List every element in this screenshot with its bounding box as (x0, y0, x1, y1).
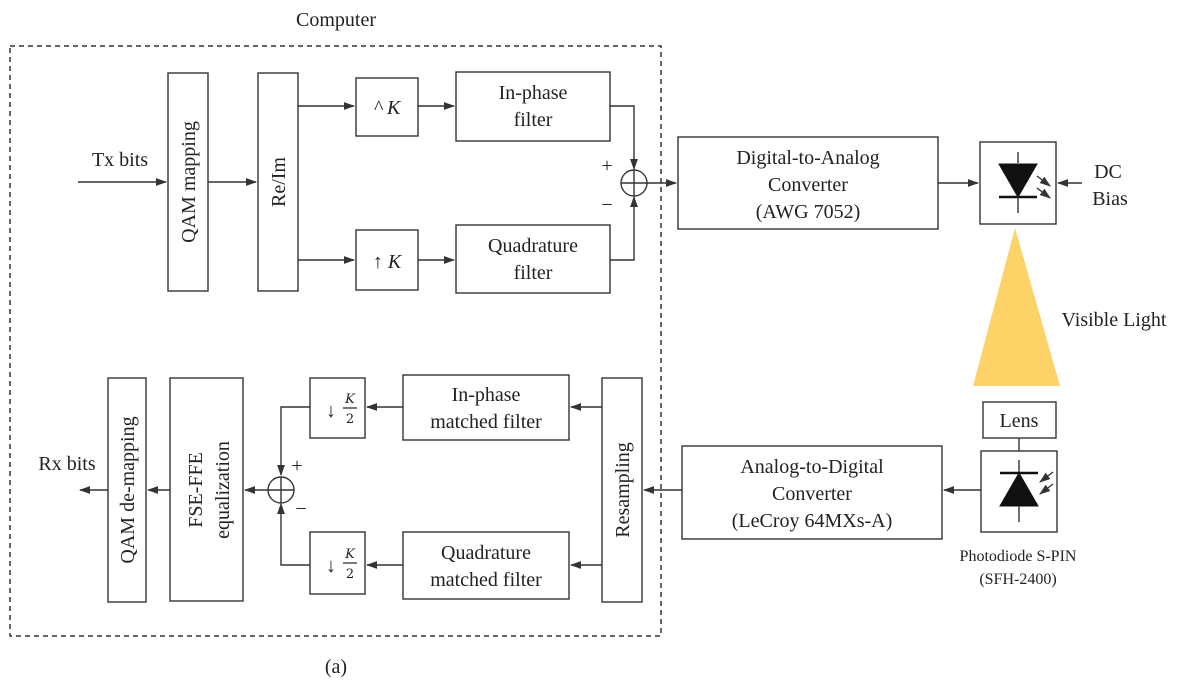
svg-text:↓: ↓ (326, 400, 336, 422)
resampling-block (601, 377, 643, 603)
figure-caption: (a) (325, 656, 347, 678)
dac-line2: Converter (768, 174, 848, 196)
adc-block (681, 445, 943, 540)
downsample-bottom-to-sum (277, 502, 310, 566)
downsample-top-label: ↓ K 2 (326, 392, 357, 427)
dac-line3: (AWG 7052) (756, 201, 860, 223)
quadrature-matched-line2: matched filter (430, 569, 542, 591)
quadrature-filter-block (455, 224, 611, 294)
inphase-matched-filter-block (402, 374, 570, 441)
quadrature-matched-filter-block (402, 531, 570, 600)
svg-text:K: K (344, 392, 356, 407)
computer-label: Computer (296, 9, 376, 31)
inphase-filter-line1: In-phase (499, 82, 568, 104)
svg-text:2: 2 (346, 412, 354, 427)
adc-line3: (LeCroy 64MXs-A) (732, 510, 893, 532)
svg-text:K: K (344, 547, 356, 562)
quadrature-to-sum-arrow (610, 195, 638, 261)
fse-ffe-line1: FSE-FFE (185, 452, 207, 528)
tx-bits-label: Tx bits (92, 149, 148, 171)
qam-mapping-block (167, 72, 209, 292)
lens-block (982, 401, 1057, 439)
downsample-top-to-sum (277, 406, 310, 477)
led-icon (998, 152, 1051, 213)
downsample-bottom-label: ↓ K 2 (326, 547, 357, 582)
rx-summing-junction (267, 476, 295, 504)
rx-bits-label: Rx bits (38, 453, 95, 475)
quadrature-matched-line1: Quadrature (441, 542, 531, 564)
reim-label: Re/Im (268, 157, 290, 207)
adc-line2: Converter (772, 483, 852, 505)
qam-mapping-label: QAM mapping (178, 121, 200, 243)
fse-ffe-line2: equalization (212, 441, 234, 539)
dc-bias-line1: DC (1094, 161, 1122, 183)
photodiode-icon (999, 460, 1054, 522)
quadrature-filter-line1: Quadrature (488, 235, 578, 257)
rx-sum-plus: + (291, 455, 302, 477)
tx-sum-plus: + (601, 155, 612, 177)
qam-demapping-label: QAM de-mapping (117, 416, 139, 563)
computer-boundary (9, 45, 662, 637)
resampling-label: Resampling (612, 442, 634, 538)
dc-bias-line2: Bias (1092, 188, 1128, 210)
reim-block (257, 72, 299, 292)
inphase-matched-line2: matched filter (430, 411, 542, 433)
upsample-bottom-label: ↑ K (373, 251, 403, 273)
tx-summing-junction (620, 169, 648, 197)
visible-light-label: Visible Light (1062, 309, 1167, 331)
svg-text:↓: ↓ (326, 555, 336, 577)
dac-line1: Digital-to-Analog (736, 147, 879, 169)
lens-label: Lens (1000, 410, 1039, 432)
inphase-to-sum-arrow (610, 105, 638, 171)
upsample-top-block (355, 77, 419, 137)
rx-sum-minus: − (295, 498, 306, 520)
upsample-top-label: ^ K (374, 97, 402, 119)
inphase-filter-line2: filter (514, 109, 553, 131)
dac-block (677, 136, 939, 230)
photodiode-label-line1: Photodiode S-PIN (960, 548, 1077, 565)
inphase-matched-line1: In-phase (452, 384, 521, 406)
qam-demapping-block (107, 377, 147, 603)
photodiode-label-line2: (SFH-2400) (979, 571, 1056, 588)
adc-line1: Analog-to-Digital (740, 456, 884, 478)
tx-sum-minus: − (601, 194, 612, 216)
inphase-filter-block (455, 71, 611, 142)
svg-text:2: 2 (346, 567, 354, 582)
quadrature-filter-line2: filter (514, 262, 553, 284)
visible-light-cone (973, 228, 1060, 386)
